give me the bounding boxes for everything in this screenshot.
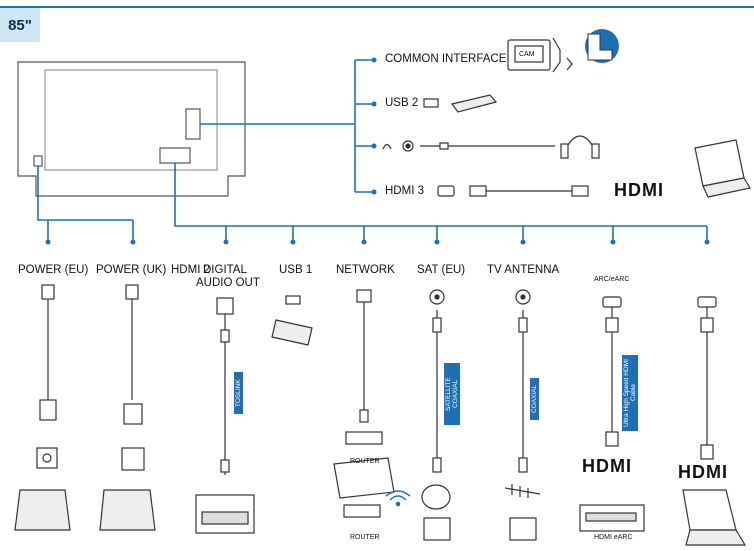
arc-hdmi-cable (579, 296, 645, 532)
tv-back (17, 61, 246, 197)
hdmi2-label: HDMI 2 (171, 264, 210, 276)
hdmi-logo-top: HDMI (614, 180, 664, 200)
usb1-label: USB 1 (279, 264, 313, 276)
audio-out-label: AUDIO OUT (196, 277, 260, 289)
hdmi-logo-arc: HDMI (582, 456, 632, 476)
hdmi3-cable (437, 185, 589, 197)
coaxial-tag: COAXIAL (530, 378, 539, 420)
cam-module-icon (507, 37, 573, 73)
usb2-icon (423, 94, 498, 113)
wifi-icon (385, 490, 411, 507)
antenna-cable (504, 289, 541, 541)
digital-audio-cable (195, 297, 255, 534)
router-caption-1: ROUTER (350, 458, 380, 465)
hdmi3-label: HDMI 3 (385, 185, 424, 197)
hdmi-logo-right: HDMI (678, 462, 728, 482)
sat-coaxial-tag: SATELLITE COAXIAL (444, 363, 460, 425)
usb1-icon (271, 295, 313, 346)
network-cable (333, 289, 395, 518)
network-label: NETWORK (336, 264, 395, 276)
ci-card-icon (585, 29, 619, 63)
digital-audio-label: DIGITAL (203, 264, 247, 276)
right-connections (200, 59, 372, 193)
sat-label: SAT (EU) (417, 264, 466, 276)
bottom-connections (37, 163, 708, 240)
size-badge: 85" (0, 8, 40, 42)
cam-label: CAM (519, 51, 535, 58)
power-uk-cable (99, 284, 156, 531)
headphone-cable (402, 135, 600, 159)
ci-label: COMMON INTERFACE (385, 53, 507, 65)
power-uk-label: POWER (UK) (96, 264, 167, 276)
antenna-label: TV ANTENNA (487, 264, 560, 276)
sat-cable (421, 289, 451, 541)
laptop-icon-top (694, 139, 751, 198)
top-rule (0, 6, 754, 8)
arc-label: ARC/eARC (594, 276, 630, 283)
ultra-hdmi-tag: Ultra High Speed HDMI Cable (622, 355, 638, 431)
power-eu-cable (14, 284, 71, 531)
toslink-tag: TOSLINK (234, 372, 243, 414)
hdmi-earc-caption: HDMI eARC (594, 534, 633, 541)
router-caption-2: ROUTER (350, 534, 380, 541)
power-eu-label: POWER (EU) (18, 264, 89, 276)
right-hdmi-cable (682, 296, 747, 546)
headphone-port-icon (382, 143, 392, 150)
usb2-label: USB 2 (385, 97, 419, 109)
